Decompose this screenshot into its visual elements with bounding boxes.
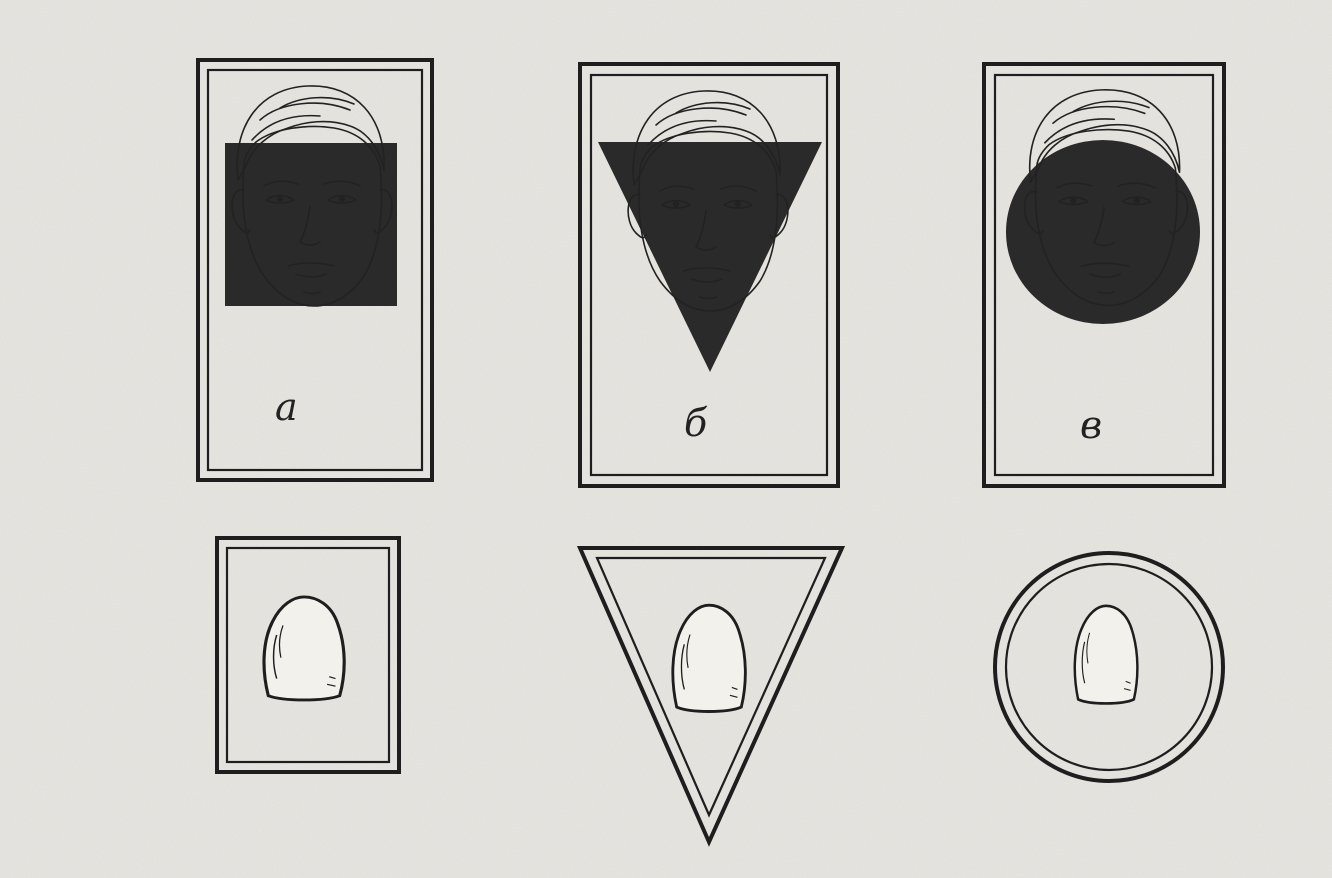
panel-label-c: в [1080, 403, 1102, 447]
square-silhouette [225, 143, 397, 306]
panel-label-b: б [684, 401, 708, 445]
panel-label-a: а [275, 385, 298, 429]
